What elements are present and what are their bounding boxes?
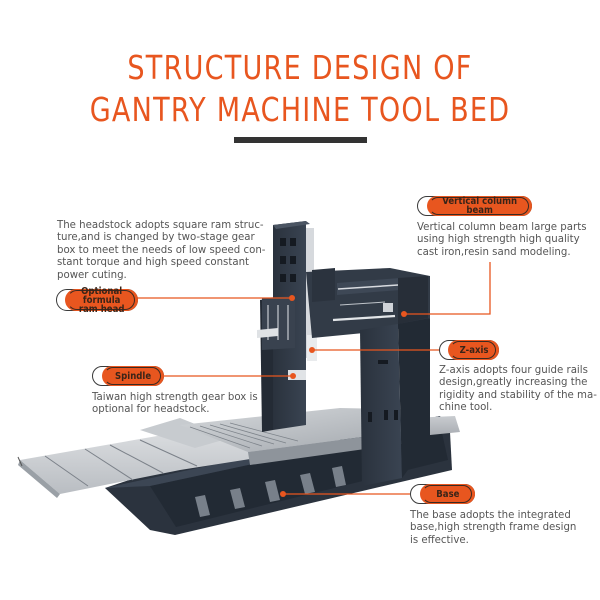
- z-axis-description: Z-axis adopts four guide rails design,gr…: [439, 365, 597, 415]
- vertical-column-beam-desc-line: using high strength high quality: [417, 234, 580, 246]
- connector-dot-spindle: [290, 373, 296, 379]
- spindle-label: Spindle: [115, 370, 152, 382]
- spindle-desc-line: Taiwan high strength gear box is: [92, 392, 258, 403]
- ram-head-desc-line: stant torque and high speed constant: [57, 257, 250, 269]
- base-desc-line: The base adopts the integrated: [410, 510, 571, 521]
- page-title-line-1: STRUCTURE DESIGN OF: [127, 48, 473, 87]
- base-desc-line: is effective.: [410, 534, 469, 546]
- z-axis-desc-line: design,greatly increasing the: [439, 377, 588, 389]
- vertical-column-beam-label: Vertical column beam: [442, 196, 518, 216]
- base-desc-line: base,high strength frame design: [410, 522, 577, 534]
- cross-beam: [306, 268, 430, 338]
- z-axis-desc-line: chine tool.: [439, 402, 493, 414]
- vertical-column-beam-label-pill: Vertical column beam: [417, 195, 533, 217]
- spindle-description: Taiwan high strength gear box is optiona…: [92, 392, 258, 417]
- ram-head-label-line-1: Optional formula: [81, 285, 123, 306]
- z-axis-label-pill: Z-axis: [439, 339, 500, 361]
- z-axis-desc-line: Z-axis adopts four guide rails: [439, 365, 588, 376]
- base-label: Base: [436, 488, 460, 500]
- ram-head-desc-line: The headstock adopts square ram struc-: [57, 220, 264, 231]
- vertical-column-beam-desc-line: cast iron,resin sand modeling.: [417, 246, 571, 258]
- connector-dot-z-axis: [309, 347, 315, 353]
- connector-dot-ram-head: [289, 295, 295, 301]
- spindle-label-pill: Spindle: [92, 365, 165, 387]
- page-title-line-2: GANTRY MACHINE TOOL BED: [89, 90, 511, 129]
- vertical-column-beam-desc-line: Vertical column beam large parts: [417, 222, 587, 233]
- ram-head-desc-line: box to meet the needs of low speed con-: [57, 244, 266, 256]
- vertical-column-beam-description: Vertical column beam large parts using h…: [417, 222, 587, 259]
- right-column: [360, 318, 430, 486]
- ram-head-label: Optional formula ram head: [69, 285, 135, 315]
- ram-head-desc-line: ture,and is changed by two-stage gear: [57, 232, 255, 244]
- connector-dot-base: [280, 491, 286, 497]
- ram-head-desc-line: power cuting.: [57, 269, 127, 281]
- ram-head-label-pill: Optional formula ram head: [56, 285, 139, 315]
- connector-dot-vertical-column-beam: [401, 311, 407, 317]
- base-label-pill: Base: [410, 483, 476, 505]
- base-description: The base adopts the integrated base,high…: [410, 510, 576, 547]
- ram-head-description: The headstock adopts square ram struc- t…: [57, 220, 265, 282]
- title-underline-divider: [234, 137, 367, 143]
- spindle-desc-line: optional for headstock.: [92, 404, 210, 416]
- z-axis-label: Z-axis: [459, 344, 489, 356]
- connector-vertical-column-beam: [404, 262, 491, 315]
- z-axis-desc-line: rigidity and stability of the ma-: [439, 389, 597, 401]
- ram-head-label-line-2: ram head: [78, 303, 125, 315]
